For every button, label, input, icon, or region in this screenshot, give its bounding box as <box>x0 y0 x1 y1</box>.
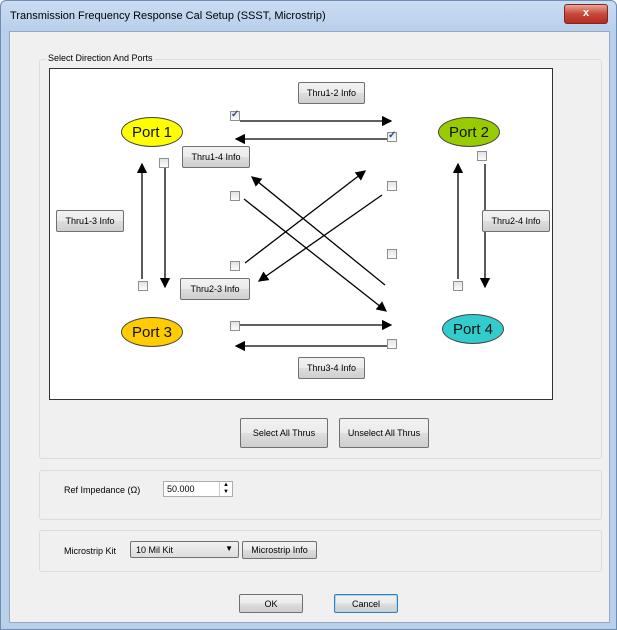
checkbox-p1-to-p2[interactable] <box>230 109 240 121</box>
port-1-node: Port 1 <box>121 117 183 147</box>
thru1-2-info-button[interactable]: Thru1-2 Info <box>298 82 365 104</box>
checkbox-p3-to-p4[interactable] <box>230 321 240 331</box>
direction-group <box>39 59 602 459</box>
thru2-4-info-button[interactable]: Thru2-4 Info <box>482 210 550 232</box>
port-3-node: Port 3 <box>121 317 183 347</box>
microstrip-kit-label: Microstrip Kit <box>64 546 117 556</box>
cancel-button[interactable]: Cancel <box>334 594 398 613</box>
arrow-p2-to-p3 <box>257 194 383 282</box>
checkbox-p2-to-p3[interactable] <box>387 181 397 191</box>
arrow-p1-to-p4 <box>243 198 388 312</box>
close-icon: x <box>582 7 590 19</box>
thru1-3-info-button[interactable]: Thru1-3 Info <box>56 210 124 232</box>
thru3-4-info-button[interactable]: Thru3-4 Info <box>298 357 365 379</box>
checkbox-p4-to-p3[interactable] <box>387 339 397 349</box>
microstrip-kit-select[interactable]: 10 Mil Kit ▼ <box>130 541 239 558</box>
thru2-3-info-button[interactable]: Thru2-3 Info <box>180 278 250 300</box>
arrow-p4-to-p1 <box>250 176 386 286</box>
port-2-node: Port 2 <box>438 117 500 147</box>
checkbox-p4-to-p1[interactable] <box>387 249 397 259</box>
chevron-down-icon: ▼ <box>225 544 233 553</box>
microstrip-kit-selected: 10 Mil Kit <box>136 545 174 555</box>
unselect-all-thrus-button[interactable]: Unselect All Thrus <box>339 418 429 448</box>
ref-impedance-value: 50.000 <box>167 484 195 494</box>
checkbox-p4-to-p2[interactable] <box>453 281 463 291</box>
checkbox-p3-to-p2[interactable] <box>230 261 240 271</box>
ref-impedance-group <box>39 470 602 520</box>
direction-group-label: Select Direction And Ports <box>46 53 155 63</box>
ref-impedance-spinbox[interactable]: 50.000 ▲ ▼ <box>163 481 233 497</box>
spin-down-button[interactable]: ▼ <box>219 489 232 496</box>
microstrip-group <box>39 530 602 572</box>
ok-button[interactable]: OK <box>239 594 303 613</box>
port-diagram: Port 1 Port 2 Port 3 Port 4 Thru1-2 Info… <box>49 68 553 400</box>
select-all-thrus-button[interactable]: Select All Thrus <box>240 418 328 448</box>
microstrip-info-button[interactable]: Microstrip Info <box>242 541 317 559</box>
arrow-p3-to-p2 <box>244 170 367 264</box>
close-button[interactable]: x <box>564 4 608 24</box>
thru1-4-info-button[interactable]: Thru1-4 Info <box>182 146 250 168</box>
window-title: Transmission Frequency Response Cal Setu… <box>10 10 326 22</box>
title-bar: Transmission Frequency Response Cal Setu… <box>1 1 616 31</box>
checkbox-p1-to-p4[interactable] <box>230 191 240 201</box>
ref-impedance-label: Ref Impedance (Ω) <box>64 485 141 495</box>
checkbox-p1-to-p3[interactable] <box>159 158 169 168</box>
checkbox-p2-to-p4[interactable] <box>477 151 487 161</box>
spin-up-button[interactable]: ▲ <box>219 482 232 489</box>
checkbox-p3-to-p1[interactable] <box>138 281 148 291</box>
port-4-node: Port 4 <box>442 314 504 344</box>
checkbox-p2-to-p1[interactable] <box>387 130 397 142</box>
